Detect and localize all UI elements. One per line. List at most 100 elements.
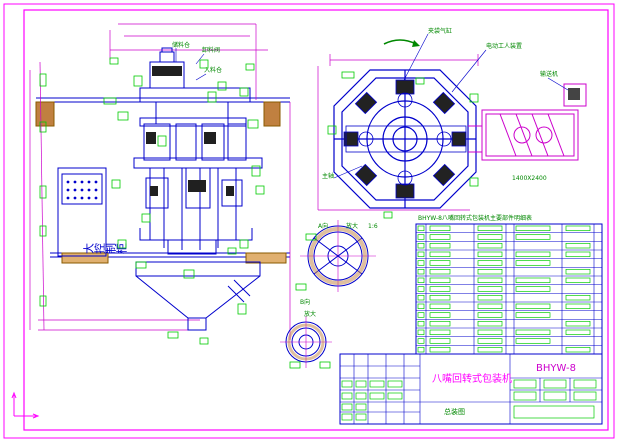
table-cell-tag bbox=[477, 234, 503, 240]
control-cabinet bbox=[57, 167, 107, 257]
table-cell-tag bbox=[477, 320, 503, 327]
conveyor-motor bbox=[568, 88, 580, 100]
table-cell-tag bbox=[417, 294, 425, 301]
table-cell-tag bbox=[477, 286, 503, 292]
table-cell-tag bbox=[417, 303, 425, 310]
top-plan-view: 夹袋气缸 电动工人装置 主轴 bbox=[317, 27, 587, 219]
section-a-scale: 1:6 bbox=[368, 223, 378, 230]
table-cell-tag bbox=[515, 260, 551, 266]
table-cell-tag bbox=[429, 286, 451, 292]
front-leader-lines bbox=[175, 48, 207, 81]
table-cell-tag bbox=[417, 234, 425, 240]
front-annotations: 储料仓 卸料阀 入料仓 bbox=[172, 41, 222, 74]
table-cell-tag bbox=[477, 277, 503, 284]
table-cell-tag bbox=[417, 242, 425, 249]
table-cell-tag bbox=[515, 286, 551, 292]
table-cell-tag bbox=[477, 294, 503, 301]
table-cell-tag bbox=[429, 346, 451, 353]
label-bag-device: 电动工人装置 bbox=[486, 42, 522, 50]
conveyor bbox=[468, 83, 587, 161]
label-valve: 卸料阀 bbox=[202, 46, 220, 54]
table-cell-tag bbox=[515, 277, 551, 284]
front-dimensions bbox=[29, 23, 291, 340]
title-block: 八嘴回转式包装机 BHYW-8 总装图 bbox=[339, 353, 603, 425]
table-cell-tag bbox=[477, 260, 503, 266]
table-cell-tag bbox=[565, 277, 591, 284]
table-cell-tag bbox=[429, 320, 451, 327]
table-cell-tag bbox=[429, 225, 451, 232]
table-cell-tag bbox=[515, 303, 551, 310]
table-cell-tag bbox=[429, 329, 451, 336]
table-cell-tag bbox=[515, 329, 551, 336]
table-cell-tag bbox=[477, 338, 503, 344]
section-b-note: 放大 bbox=[304, 310, 316, 318]
front-elevation-view: 大控制柜 bbox=[29, 23, 291, 345]
table-cell-tag bbox=[417, 277, 425, 284]
table-cell-tag bbox=[417, 320, 425, 327]
table-cell-tag bbox=[417, 260, 425, 266]
front-tag-boxes bbox=[39, 57, 265, 345]
table-cell-tag bbox=[565, 329, 591, 336]
table-cell-tag bbox=[417, 251, 425, 258]
section-b-title: B向 bbox=[300, 298, 310, 306]
parts-table: BHYW-8八嘴回转式包装机主要部件明细表 bbox=[415, 214, 603, 355]
section-b-view: B向 放大 bbox=[280, 298, 332, 369]
table-cell-tag bbox=[429, 242, 451, 249]
table-cell-tag bbox=[429, 312, 451, 318]
table-cell-tag bbox=[477, 251, 503, 258]
table-cell-tag bbox=[429, 277, 451, 284]
table-cell-tag bbox=[515, 234, 551, 240]
table-cell-tag bbox=[477, 242, 503, 249]
table-cell-tag bbox=[417, 346, 425, 353]
plan-dimensions bbox=[317, 54, 479, 211]
drawing-code: BHYW-8 bbox=[536, 363, 576, 374]
section-a-view: A向 放大 1:6 bbox=[295, 220, 378, 292]
label-mix-bin: 入料仓 bbox=[204, 66, 222, 74]
table-cell-tag bbox=[477, 346, 503, 353]
bag-clamps bbox=[343, 79, 467, 199]
table-cell-tag bbox=[429, 234, 451, 240]
table-cell-tag bbox=[429, 303, 451, 310]
table-cell-tag bbox=[565, 225, 591, 232]
table-cell-tag bbox=[429, 251, 451, 258]
drawing-frame bbox=[3, 3, 615, 439]
table-cell-tag bbox=[515, 338, 551, 344]
table-cell-tag bbox=[565, 346, 591, 353]
table-cell-tag bbox=[417, 329, 425, 336]
clamp-outlines bbox=[345, 92, 467, 186]
label-conveyor: 输送机 bbox=[540, 70, 558, 78]
table-cell-tag bbox=[417, 225, 425, 232]
table-cell-tag bbox=[417, 338, 425, 344]
table-cell-tag bbox=[429, 260, 451, 266]
table-cell-tag bbox=[477, 329, 503, 336]
table-cell-tag bbox=[565, 303, 591, 310]
label-hopper-bin: 储料仓 bbox=[172, 41, 190, 49]
hopper-cone bbox=[135, 261, 261, 331]
parts-table-title: BHYW-8八嘴回转式包装机主要部件明细表 bbox=[418, 214, 532, 222]
table-cell-tag bbox=[429, 268, 451, 275]
section-a-note: 放大 bbox=[346, 222, 358, 230]
section-a-title: A向 bbox=[318, 222, 328, 230]
label-bag-cylinder: 夹袋气缸 bbox=[428, 27, 452, 35]
machine-solid-parts bbox=[146, 66, 234, 196]
table-cell-tag bbox=[515, 312, 551, 318]
table-cell-tag bbox=[565, 251, 591, 258]
table-cell-tag bbox=[417, 268, 425, 275]
table-cell-tag bbox=[515, 251, 551, 258]
cabinet-label: 大控制柜 bbox=[82, 243, 128, 256]
table-cell-tag bbox=[565, 320, 591, 327]
company-name: 总装图 bbox=[444, 407, 465, 416]
table-cell-tag bbox=[429, 294, 451, 301]
table-cell-tag bbox=[417, 286, 425, 292]
table-cell-tag bbox=[477, 303, 503, 310]
table-cell-tag bbox=[477, 312, 503, 318]
label-conveyor-size: 1400X2400 bbox=[512, 175, 547, 182]
table-cell-tag bbox=[515, 225, 551, 232]
table-cell-tag bbox=[565, 242, 591, 249]
table-cell-tag bbox=[565, 294, 591, 301]
rotation-arrow bbox=[383, 39, 417, 45]
table-cell-tag bbox=[477, 268, 503, 275]
table-cell-tag bbox=[429, 338, 451, 344]
label-main-shaft: 主轴 bbox=[322, 172, 334, 180]
